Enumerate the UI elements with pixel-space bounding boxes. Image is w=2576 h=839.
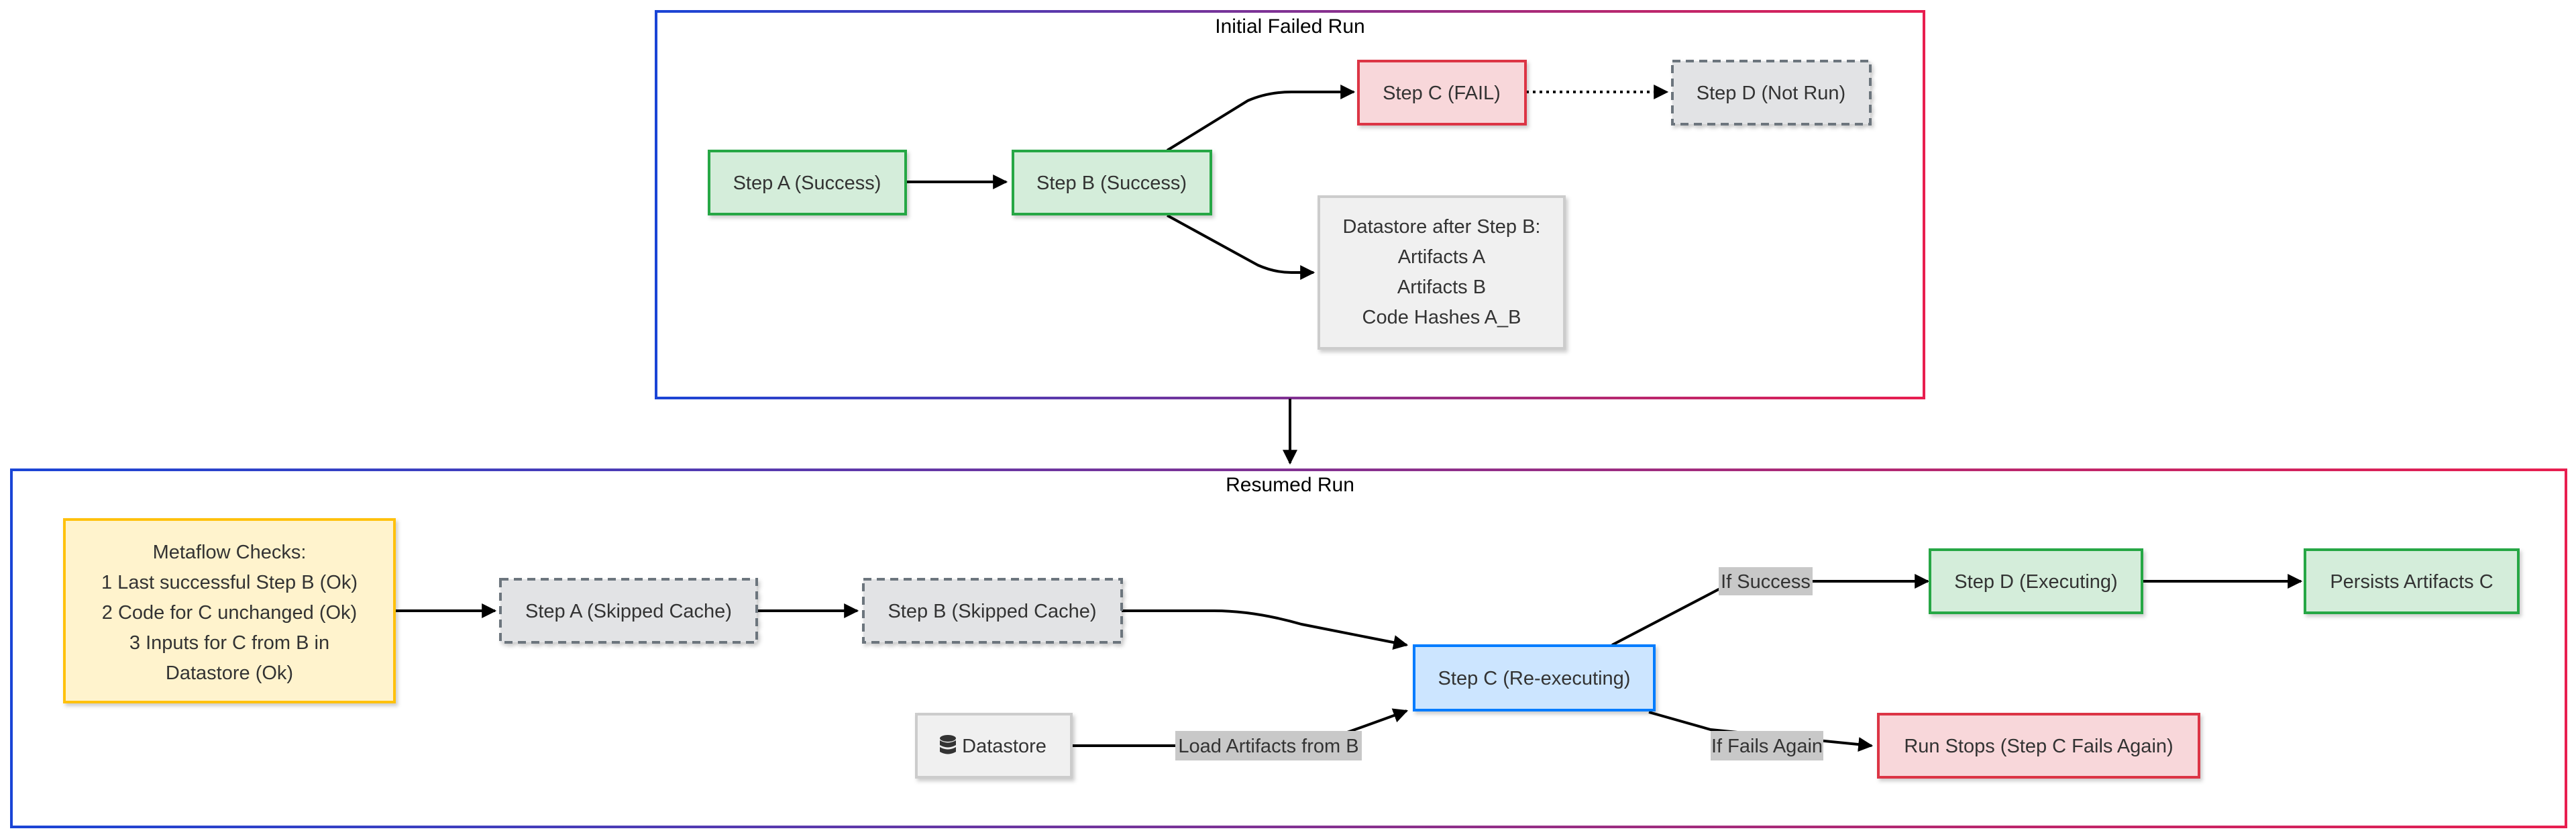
edge-label-if-fails-again: If Fails Again: [1711, 731, 1823, 760]
node-resumed-step-d-box: [1929, 548, 2143, 614]
node-resumed-step-b-label: Step B (Skipped Cache): [888, 601, 1096, 622]
node-metaflow-checks-line-4: 3 Inputs for C from B in: [129, 632, 329, 654]
node-initial-step-c[interactable]: Step C (FAIL): [1357, 60, 1527, 126]
node-metaflow-checks-line-2: 1 Last successful Step B (Ok): [101, 572, 358, 593]
node-persists-artifacts-c-label: Persists Artifacts C: [2330, 571, 2493, 593]
node-initial-step-c-label: Step C (FAIL): [1383, 83, 1501, 104]
node-initial-step-d[interactable]: Step D (Not Run): [1671, 60, 1872, 126]
edge-label-if-fails-again-bg: [1711, 731, 1823, 760]
cluster-resumed-run: Resumed Run: [10, 468, 2567, 828]
edge-resumed-b-to-c: [1122, 609, 1409, 650]
cluster-initial-title: Initial Failed Run: [1215, 15, 1364, 38]
node-resumed-step-a-box: [499, 578, 758, 644]
cluster-resumed-border: [10, 468, 2567, 828]
node-resumed-step-b[interactable]: Step B (Skipped Cache): [862, 578, 1123, 644]
node-metaflow-checks-line-5: Datastore (Ok): [166, 662, 293, 684]
cluster-resumed-title: Resumed Run: [1226, 474, 1354, 496]
cluster-initial-failed-run: Initial Failed Run: [655, 10, 1925, 399]
node-resumed-step-c-box: [1413, 644, 1656, 711]
node-initial-step-b-label: Step B (Success): [1036, 172, 1187, 194]
node-resumed-step-a-label: Step A (Skipped Cache): [525, 601, 732, 622]
node-datastore-after-step-b-line-4: Code Hashes A_B: [1362, 307, 1521, 328]
edge-b-to-datastore-after: [1167, 214, 1316, 280]
edge-label-if-success-bg: [1719, 567, 1813, 595]
node-run-stops-box: [1877, 713, 2200, 779]
node-metaflow-checks-line-1: Metaflow Checks:: [153, 542, 307, 563]
node-datastore-label: Datastore: [962, 736, 1046, 757]
node-initial-step-d-label: Step D (Not Run): [1697, 83, 1845, 104]
node-metaflow-checks-box: [63, 518, 396, 703]
node-initial-step-a-label: Step A (Success): [733, 172, 881, 194]
edges: [394, 85, 2303, 752]
edge-label-load-artifacts: Load Artifacts from B: [1175, 731, 1362, 760]
edge-label-if-success: If Success: [1719, 567, 1813, 595]
node-resumed-step-c[interactable]: Step C (Re-executing): [1413, 644, 1656, 711]
database-icon: [940, 735, 956, 754]
node-initial-step-d-box: [1671, 60, 1872, 126]
node-persists-artifacts-c[interactable]: Persists Artifacts C: [2304, 548, 2520, 614]
node-initial-step-c-box: [1357, 60, 1527, 126]
edge-label-if-fails-again-text: If Fails Again: [1711, 736, 1823, 757]
node-datastore[interactable]: Datastore: [915, 713, 1073, 779]
node-resumed-step-b-box: [862, 578, 1123, 644]
node-resumed-step-c-label: Step C (Re-executing): [1438, 668, 1631, 689]
node-initial-step-a[interactable]: Step A (Success): [708, 150, 907, 215]
node-initial-step-a-box: [708, 150, 907, 215]
node-metaflow-checks[interactable]: Metaflow Checks: 1 Last successful Step …: [63, 518, 396, 703]
node-initial-step-b[interactable]: Step B (Success): [1012, 150, 1212, 215]
node-initial-step-b-box: [1012, 150, 1212, 215]
node-datastore-after-step-b-line-2: Artifacts A: [1398, 246, 1486, 268]
node-datastore-after-step-b[interactable]: Datastore after Step B: Artifacts A Arti…: [1318, 195, 1566, 350]
edge-b-to-c: [1166, 85, 1356, 152]
node-persists-artifacts-c-box: [2304, 548, 2520, 614]
node-run-stops[interactable]: Run Stops (Step C Fails Again): [1877, 713, 2200, 779]
edge-label-load-artifacts-text: Load Artifacts from B: [1178, 736, 1358, 757]
node-metaflow-checks-line-3: 2 Code for C unchanged (Ok): [102, 602, 357, 624]
node-resumed-step-a[interactable]: Step A (Skipped Cache): [499, 578, 758, 644]
node-datastore-after-step-b-box: [1318, 195, 1566, 350]
edge-label-if-success-text: If Success: [1721, 571, 1811, 593]
node-run-stops-label: Run Stops (Step C Fails Again): [1904, 736, 2173, 757]
edge-label-load-artifacts-bg: [1175, 731, 1362, 760]
node-datastore-after-step-b-line-1: Datastore after Step B:: [1343, 216, 1541, 238]
node-resumed-step-d-label: Step D (Executing): [1954, 571, 2117, 593]
node-datastore-after-step-b-line-3: Artifacts B: [1397, 277, 1486, 298]
cluster-initial-border: [655, 10, 1925, 399]
node-resumed-step-d[interactable]: Step D (Executing): [1929, 548, 2143, 614]
